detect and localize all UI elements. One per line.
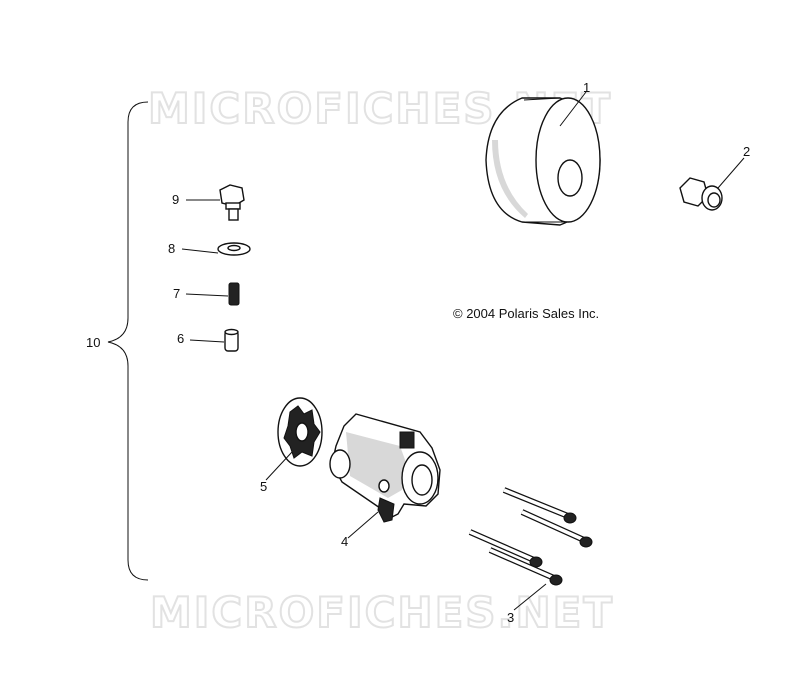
- leader-5: [265, 451, 293, 481]
- leader-2: [717, 157, 745, 189]
- bolt: [219, 184, 245, 221]
- copyright-text: © 2004 Polaris Sales Inc.: [453, 306, 599, 321]
- leader-3: [513, 583, 547, 611]
- fitting: [679, 177, 723, 211]
- assembly-bracket: [107, 101, 149, 581]
- rotor: [277, 397, 323, 467]
- callout-2: 2: [743, 144, 750, 159]
- oil-pump-housing: [329, 413, 441, 523]
- leader-4: [347, 511, 379, 539]
- callout-10: 10: [86, 335, 100, 350]
- dowel-pin: [224, 328, 239, 352]
- watermark-bottom: MICROFICHES.NET: [150, 588, 614, 637]
- callout-6: 6: [177, 331, 184, 346]
- bolts: [468, 487, 593, 586]
- oil-filter: [485, 97, 601, 226]
- callout-3: 3: [507, 610, 514, 625]
- callout-9: 9: [172, 192, 179, 207]
- washer: [217, 242, 251, 256]
- callout-4: 4: [341, 534, 348, 549]
- leader-8: [181, 248, 219, 254]
- callout-7: 7: [173, 286, 180, 301]
- leader-7: [185, 293, 229, 297]
- callout-5: 5: [260, 479, 267, 494]
- leader-6: [189, 339, 225, 343]
- leader-1: [559, 91, 587, 127]
- spring: [228, 282, 240, 306]
- callout-1: 1: [583, 80, 590, 95]
- callout-8: 8: [168, 241, 175, 256]
